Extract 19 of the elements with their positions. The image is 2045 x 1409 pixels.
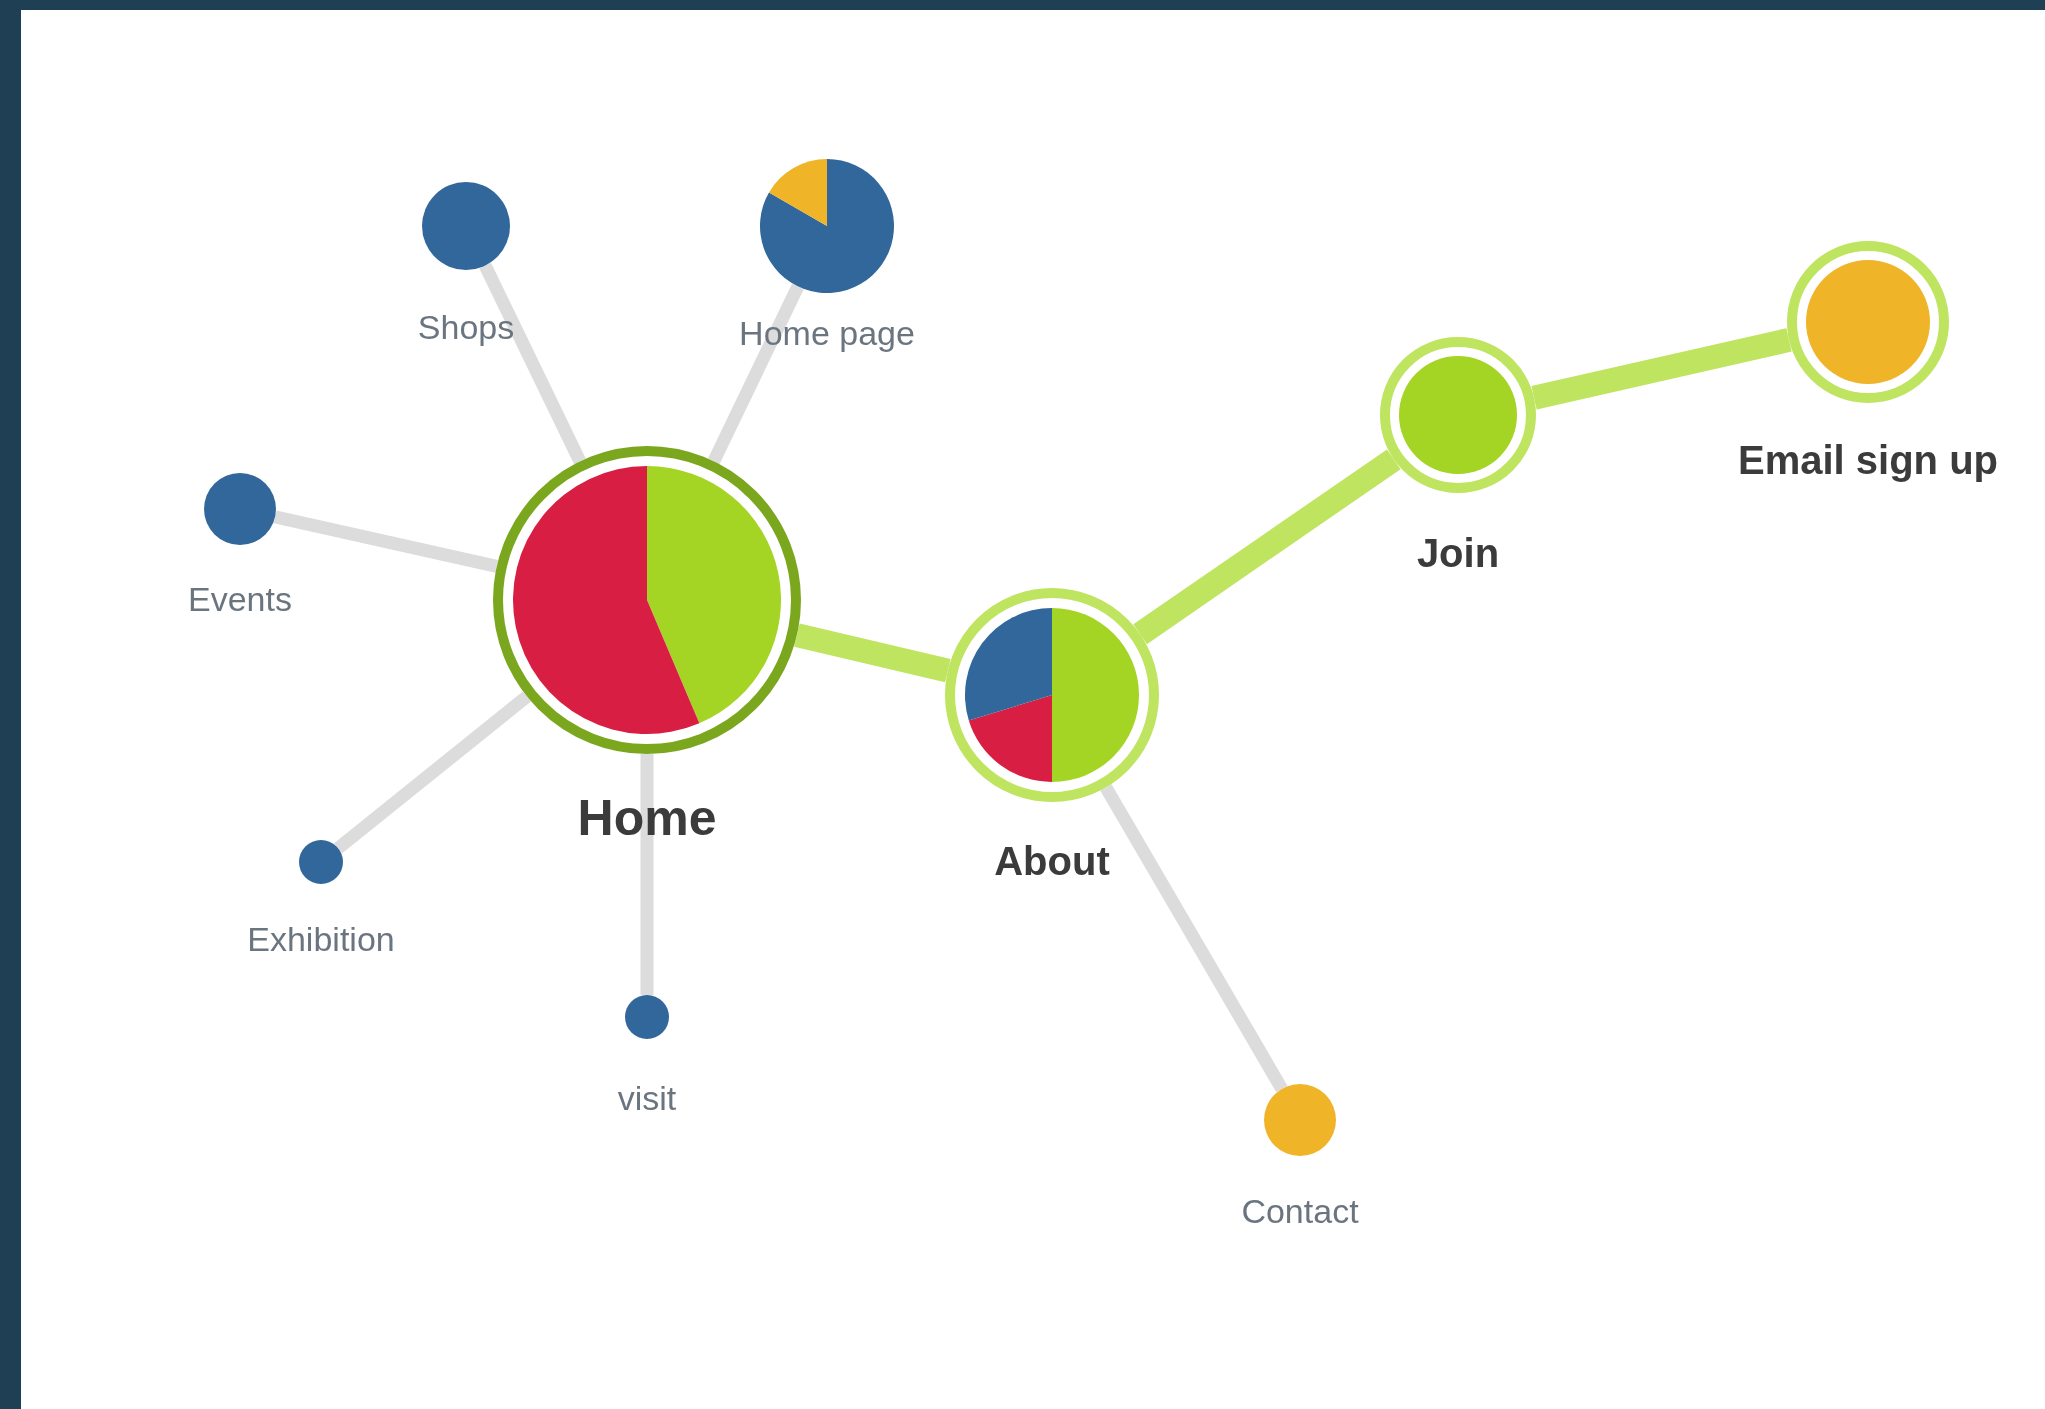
node-label: Join <box>1416 530 1500 576</box>
node-label: visit <box>617 1079 677 1119</box>
node-label: Exhibition <box>247 920 395 960</box>
connector-line <box>707 283 804 465</box>
connector-line <box>1100 784 1288 1093</box>
connector-line <box>640 754 654 995</box>
node-label: Events <box>188 580 292 620</box>
connector-line <box>273 510 499 573</box>
node-label: Contact <box>1241 1192 1359 1232</box>
node-label: Home page <box>739 314 915 354</box>
connector-line <box>794 623 951 683</box>
node-label: Shops <box>417 308 515 348</box>
node-label: About <box>994 838 1110 884</box>
node-label: Email sign up <box>1737 437 1998 483</box>
connector-line <box>1531 328 1792 410</box>
node-label: Home <box>577 790 717 848</box>
connector-line <box>334 691 532 854</box>
connector-line <box>479 262 586 465</box>
connector-line <box>1133 449 1401 645</box>
